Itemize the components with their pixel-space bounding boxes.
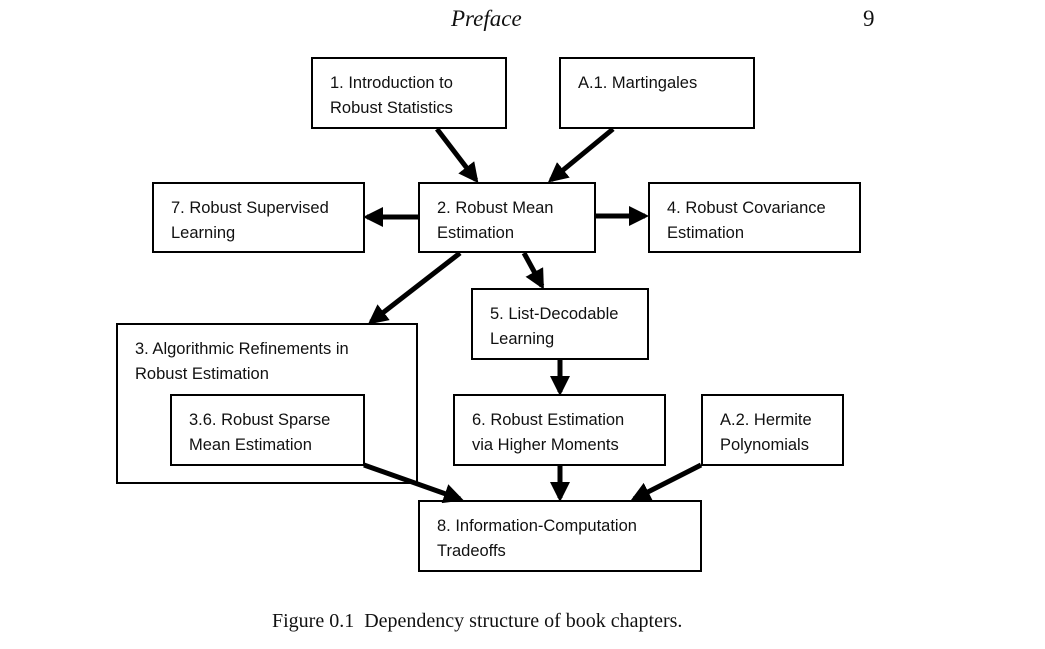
node-label-line: 8. Information-Computation bbox=[437, 517, 637, 535]
arrow-ch2-to-ch5 bbox=[521, 251, 545, 290]
node-label-line: Estimation bbox=[437, 224, 515, 242]
node-label-line: via Higher Moments bbox=[472, 436, 619, 454]
node-label-line: A.2. Hermite bbox=[720, 411, 812, 429]
node-label-line: Learning bbox=[490, 330, 555, 348]
node-label-line: Tradeoffs bbox=[437, 542, 506, 560]
node-label-line: 1. Introduction to bbox=[330, 74, 453, 92]
node-label-line: 3.6. Robust Sparse bbox=[189, 411, 331, 429]
figure-caption-text: Dependency structure of book chapters. bbox=[364, 610, 683, 632]
node-ch3-algorithmic-refinements: 3. Algorithmic Refinements in Robust Est… bbox=[116, 323, 418, 484]
arrow-a2-to-ch8 bbox=[630, 462, 703, 502]
node-ch36-robust-sparse-mean: 3.6. Robust Sparse Mean Estimation bbox=[170, 394, 365, 466]
node-label-line: 3. Algorithmic Refinements in bbox=[135, 340, 349, 358]
running-header-title: Preface bbox=[451, 6, 522, 31]
node-label-line: 2. Robust Mean bbox=[437, 199, 554, 217]
node-label-line: Estimation bbox=[667, 224, 745, 242]
node-label-line: Learning bbox=[171, 224, 236, 242]
node-label-line: 4. Robust Covariance bbox=[667, 199, 826, 217]
figure-caption-label: Figure 0.1 bbox=[272, 610, 355, 632]
arrow-ch1-to-ch2 bbox=[435, 127, 479, 184]
node-label-line: 6. Robust Estimation bbox=[472, 411, 625, 429]
node-ch2-robust-mean: 2. Robust Mean Estimation bbox=[418, 182, 596, 253]
arrow-ch2-to-ch3 bbox=[367, 251, 462, 325]
page-number: 9 bbox=[863, 6, 875, 31]
node-ch5-list-decodable: 5. List-Decodable Learning bbox=[471, 288, 649, 360]
node-ch7-supervised-learning: 7. Robust Supervised Learning bbox=[152, 182, 365, 253]
node-a1-martingales: A.1. Martingales bbox=[559, 57, 755, 129]
figure-caption: Figure 0.1 Dependency structure of book … bbox=[272, 610, 682, 633]
node-label-line: 7. Robust Supervised bbox=[171, 199, 329, 217]
node-label-line: A.1. Martingales bbox=[578, 74, 698, 92]
node-label-line: Robust Estimation bbox=[135, 365, 269, 383]
node-label-line: Polynomials bbox=[720, 436, 809, 454]
node-ch4-robust-covariance: 4. Robust Covariance Estimation bbox=[648, 182, 861, 253]
arrow-a1-to-ch2 bbox=[547, 127, 615, 183]
node-ch8-information-computation: 8. Information-Computation Tradeoffs bbox=[418, 500, 702, 572]
node-label-line: Mean Estimation bbox=[189, 436, 312, 454]
node-label-line: Robust Statistics bbox=[330, 99, 453, 117]
node-ch1-introduction: 1. Introduction to Robust Statistics bbox=[311, 57, 507, 129]
node-label-line: 5. List-Decodable bbox=[490, 305, 619, 323]
node-ch6-higher-moments: 6. Robust Estimation via Higher Moments bbox=[453, 394, 666, 466]
node-a2-hermite-polynomials: A.2. Hermite Polynomials bbox=[701, 394, 844, 466]
